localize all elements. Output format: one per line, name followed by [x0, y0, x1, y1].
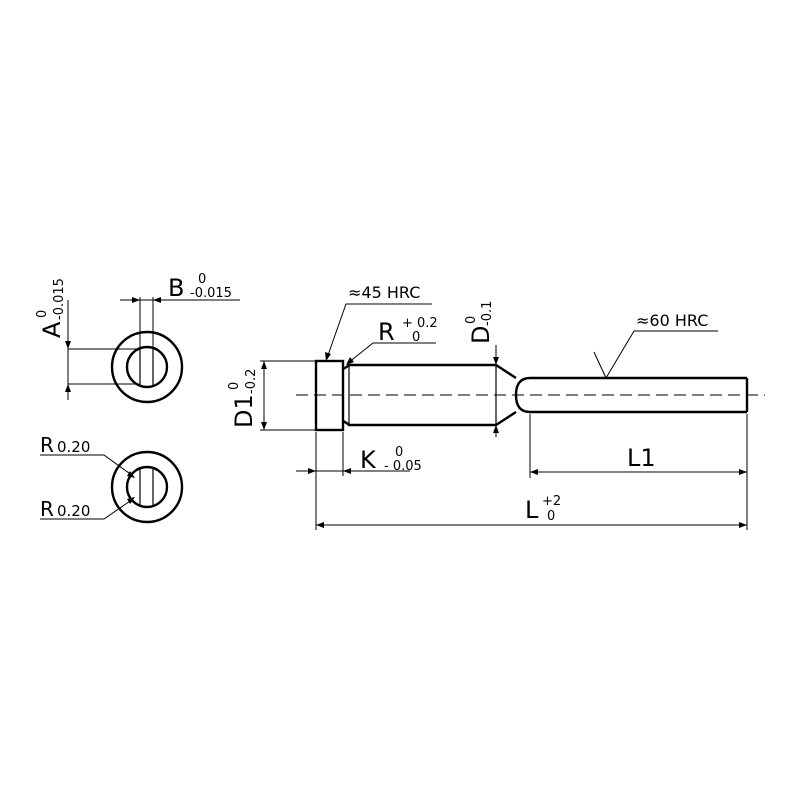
svg-text:R: R — [40, 433, 54, 457]
hrc-head-leader — [326, 303, 432, 359]
hrc-head-arrow — [325, 352, 331, 361]
a-label: A 0 -0.015 — [35, 278, 67, 338]
r-top-arrow — [127, 471, 135, 478]
l-arrow-left — [316, 522, 324, 528]
d1-arrow-top — [261, 361, 267, 369]
r-fillet-arrow — [346, 357, 354, 365]
svg-text:-0.2: -0.2 — [244, 369, 259, 394]
end-view-top-outer-circle — [110, 330, 184, 404]
svg-text:0: 0 — [198, 272, 206, 287]
r-fillet-label: R + 0.2 0 — [378, 316, 438, 346]
svg-text:R: R — [40, 497, 54, 521]
pin-shank-top — [342, 363, 517, 380]
svg-text:0.20: 0.20 — [57, 502, 90, 520]
svg-text:+2: +2 — [542, 494, 561, 509]
hrc-tip-leader — [605, 330, 718, 379]
svg-text:0: 0 — [412, 330, 420, 345]
d1-label: D1 0 -0.2 — [227, 369, 259, 428]
a-arrow-top — [65, 341, 71, 349]
svg-text:+ 0.2: + 0.2 — [402, 316, 438, 331]
r-bottom-leader — [40, 498, 134, 520]
svg-text:0: 0 — [464, 316, 479, 324]
svg-text:D1: D1 — [230, 394, 258, 428]
hrc-tip-tick — [593, 351, 607, 379]
svg-text:D: D — [467, 326, 495, 344]
svg-text:L: L — [525, 496, 539, 524]
b-label: B 0 -0.015 — [168, 272, 232, 302]
end-view-bottom — [40, 450, 184, 524]
svg-text:A: A — [38, 321, 66, 338]
r-top-leader — [40, 454, 134, 477]
l1-label: L1 — [627, 444, 656, 472]
r-top-label: R 0.20 — [40, 433, 90, 457]
l-arrow-right — [739, 522, 747, 528]
l1-arrow-left — [530, 469, 538, 475]
svg-text:-0.015: -0.015 — [190, 286, 232, 301]
svg-text:R: R — [378, 318, 395, 346]
hrc-tip-label: ≈60 HRC — [636, 311, 708, 330]
end-view-bottom-inner-circle — [125, 465, 169, 509]
k-label: K 0 - 0.05 — [360, 445, 422, 474]
svg-text:-0.1: -0.1 — [480, 301, 495, 326]
svg-text:-0.015: -0.015 — [52, 278, 67, 320]
end-view-bottom-outer-circle — [110, 450, 184, 524]
pin-shank-bottom — [342, 410, 517, 427]
d1-arrow-bottom — [261, 422, 267, 430]
svg-text:0: 0 — [395, 445, 403, 460]
svg-text:K: K — [360, 446, 377, 474]
r-bottom-label: R 0.20 — [40, 497, 90, 521]
end-view-top-inner-circle — [125, 345, 169, 389]
a-arrow-bottom — [65, 384, 71, 392]
l-label: L +2 0 — [525, 494, 561, 524]
k-arrow-right — [343, 468, 351, 474]
d-arrow-top — [493, 357, 499, 365]
end-view-top — [65, 297, 240, 404]
hrc-head-label: ≈45 HRC — [348, 283, 420, 302]
svg-text:- 0.05: - 0.05 — [384, 459, 422, 474]
svg-text:0: 0 — [227, 382, 242, 390]
svg-text:B: B — [168, 274, 184, 302]
svg-text:0: 0 — [35, 310, 50, 318]
r-bottom-arrow — [127, 497, 135, 504]
d-label: D 0 -0.1 — [464, 301, 495, 344]
b-arrow-right — [153, 297, 161, 303]
b-arrow-left — [132, 297, 140, 303]
r-fillet-leader — [347, 342, 436, 364]
k-arrow-left — [308, 468, 316, 474]
d-arrow-bottom — [493, 425, 499, 433]
side-view — [260, 303, 765, 530]
svg-text:0: 0 — [547, 509, 555, 524]
svg-text:0.20: 0.20 — [57, 438, 90, 456]
l1-arrow-right — [739, 469, 747, 475]
